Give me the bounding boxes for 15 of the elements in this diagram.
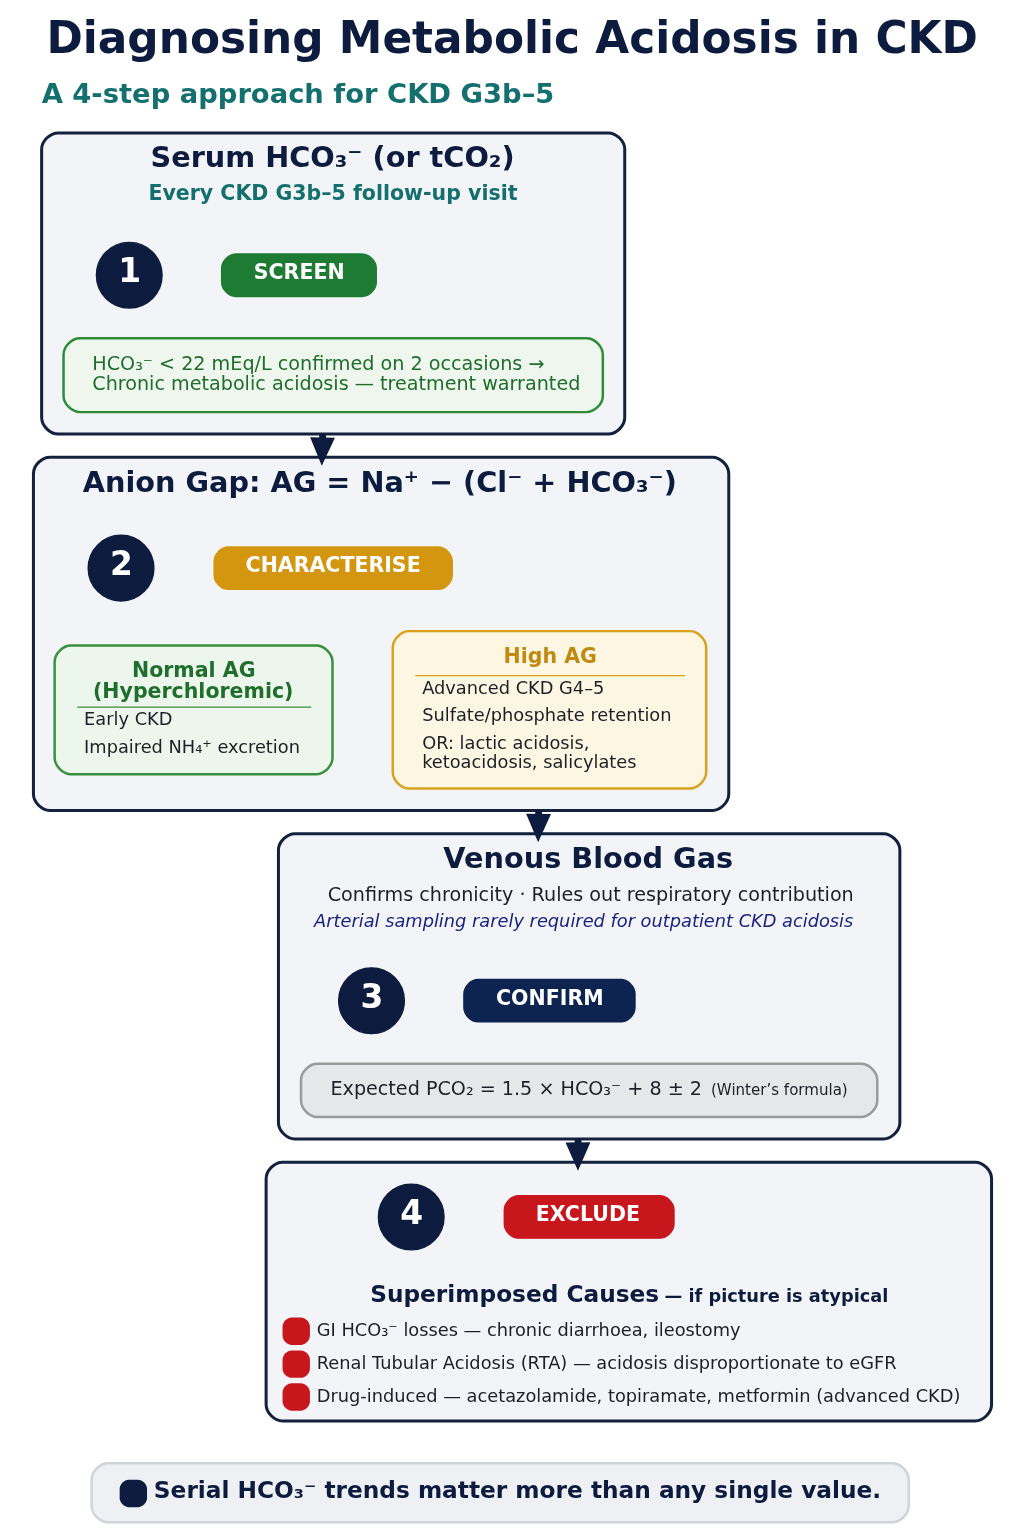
node-circle: 2 [87, 534, 155, 602]
node-box: EXCLUDE [503, 1195, 675, 1239]
node-box: CONFIRM [462, 978, 636, 1023]
node-box: SCREEN [220, 253, 377, 298]
node-circle: 1 [95, 241, 163, 309]
node-box: HCO₃⁻ < 22 mEq/L confirmed on 2 occasions → Chronic metabolic acidosis — treatment warranted [61, 336, 604, 414]
node-box: Serial HCO₃⁻ trends matter more than any single value. [89, 1462, 910, 1524]
label: A 4-step approach for CKD G3b–5 [41, 77, 554, 109]
node-circle: 3 [337, 967, 405, 1035]
node-circle: 4 [377, 1183, 445, 1251]
node-box: Expected PCO₂ = 1.5 × HCO₃⁻ + 8 ± 2 (Winter’s formula) [299, 1062, 878, 1119]
diagram-title: Diagnosing Metabolic Acidosis in CKD [45, 11, 978, 63]
node-box: CHARACTERISE [212, 546, 453, 591]
node-box: High AG Advanced CKD G4–5 Sulfate/phosphate retention OR: lactic acidosis, ketoacidosis, salicylates [391, 629, 707, 790]
node-box: Normal AG (Hyperchloremic) Early CKD Impaired NH₄⁺ excretion [52, 644, 334, 776]
